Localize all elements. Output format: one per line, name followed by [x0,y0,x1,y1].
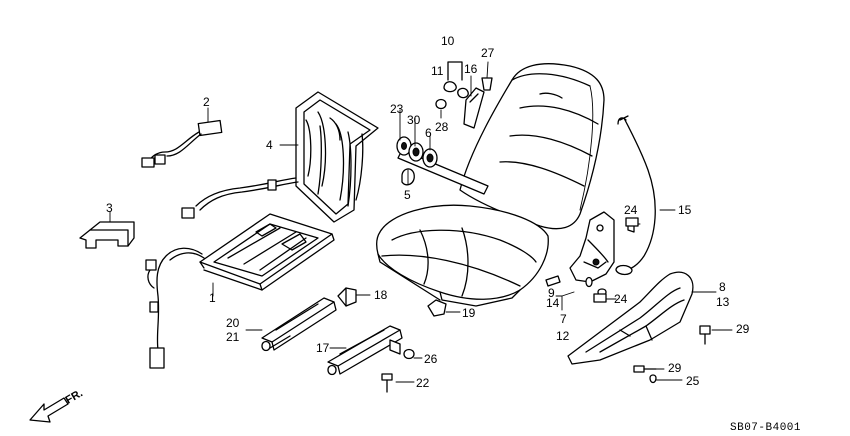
callout-9: 9 [548,286,555,300]
lever-knob-parts [435,61,493,129]
callout-23: 23 [390,102,404,116]
part-17-seat-rail [327,325,403,376]
callout-4: 4 [266,138,273,152]
callout-2: 2 [203,95,210,109]
part-2-heater-harness [141,107,223,168]
part-3-bracket [79,211,135,249]
callout-25: 25 [686,374,700,388]
front-direction-arrow: FR. [29,387,85,423]
callout-5: 5 [404,188,411,202]
part-20-seat-rail [245,297,337,352]
callout-13: 13 [716,295,730,309]
callout-11: 11 [431,64,444,78]
callout-24-top: 24 [624,203,638,217]
part-18-bracket [337,287,371,307]
callout-29-right: 29 [736,322,750,336]
seat-assembly [376,63,605,307]
callout-16: 16 [464,62,478,76]
callout-labels: 2 3 4 1 10 11 16 27 23 30 6 28 5 15 24 9… [106,34,750,390]
callout-14: 14 [546,296,560,310]
callout-18: 18 [374,288,388,302]
callout-6: 6 [425,126,432,140]
drawing-code: SB07-B4001 [730,422,801,434]
callout-26: 26 [424,352,438,366]
part-8-side-cover [567,271,717,365]
callout-10: 10 [441,34,455,48]
callout-27: 27 [481,46,495,60]
callout-19: 19 [462,306,476,320]
callout-1: 1 [209,291,216,305]
part-1-cushion-heater-pad [145,213,335,369]
bolts [381,339,423,393]
callout-3: 3 [106,201,113,215]
callout-21: 21 [226,330,240,344]
front-label: FR. [64,387,85,406]
part-19-bracket [427,299,461,317]
callout-24-bottom: 24 [614,292,628,306]
screws [593,217,733,384]
callout-22: 22 [416,376,430,390]
part-12-recliner-mechanism [545,211,641,311]
part-4-back-heater-pad [181,91,379,223]
callout-29-bottom: 29 [668,361,682,375]
recline-shaft-assembly [396,109,489,195]
callout-12: 12 [556,329,570,343]
callout-17: 17 [316,341,330,355]
callout-30: 30 [407,113,421,127]
part-15-recline-cable [617,115,676,273]
callout-28: 28 [435,120,449,134]
callout-8: 8 [719,280,726,294]
callout-7: 7 [560,312,567,326]
callout-15: 15 [678,203,692,217]
callout-20: 20 [226,316,240,330]
